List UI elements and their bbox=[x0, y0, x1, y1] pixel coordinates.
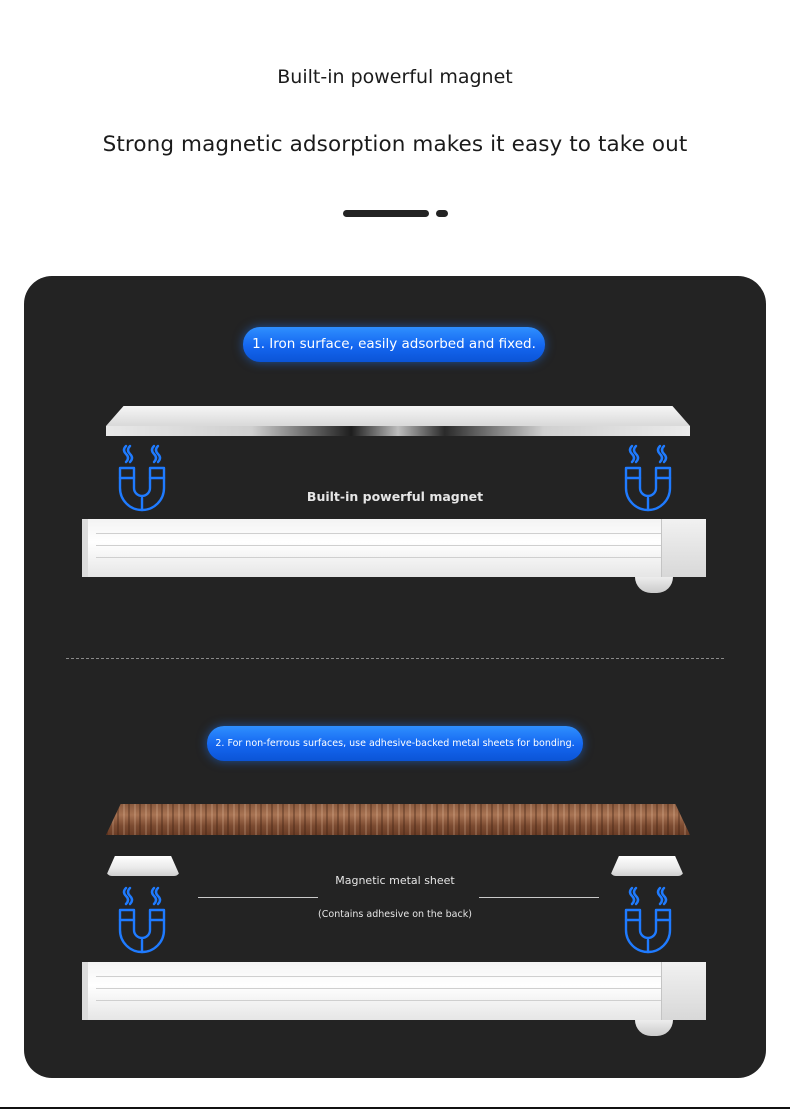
iron-surface bbox=[106, 406, 690, 426]
divider-bar bbox=[343, 210, 429, 217]
light-rail bbox=[82, 519, 706, 577]
magnet-icon bbox=[620, 884, 676, 958]
metal-sheet bbox=[610, 856, 684, 876]
iron-surface-edge bbox=[106, 426, 690, 436]
rail-groove bbox=[96, 1000, 666, 1001]
heat-wave-icon bbox=[122, 444, 130, 464]
metal-sheet bbox=[106, 856, 180, 876]
divider-dot bbox=[436, 210, 448, 217]
magnet-label: Built-in powerful magnet bbox=[306, 489, 484, 504]
rail-endcap bbox=[661, 962, 706, 1020]
header-title: Built-in powerful magnet bbox=[277, 66, 513, 88]
rail-groove bbox=[96, 976, 666, 977]
step-2-pill: 2. For non-ferrous surfaces, use adhesiv… bbox=[207, 726, 583, 761]
metal-sheet-label: Magnetic metal sheet bbox=[335, 874, 455, 887]
rail-clip bbox=[635, 1020, 673, 1036]
callout-line-left bbox=[198, 897, 318, 898]
rail-groove bbox=[96, 988, 666, 989]
wood-surface bbox=[106, 804, 690, 835]
callout-line-right bbox=[479, 897, 599, 898]
adhesive-note: (Contains adhesive on the back) bbox=[318, 909, 472, 920]
rail-groove bbox=[96, 533, 666, 534]
rail-groove bbox=[96, 557, 666, 558]
section-separator bbox=[66, 658, 724, 659]
header-subtitle: Strong magnetic adsorption makes it easy… bbox=[102, 132, 688, 157]
light-rail bbox=[82, 962, 706, 1020]
rail-endcap bbox=[661, 519, 706, 577]
bottom-rule bbox=[0, 1107, 790, 1109]
rail-groove bbox=[96, 545, 666, 546]
rail-clip bbox=[635, 577, 673, 593]
magnet-icon bbox=[114, 884, 170, 958]
magnet-icon bbox=[114, 442, 170, 516]
magnet-icon bbox=[620, 442, 676, 516]
step-1-pill: 1. Iron surface, easily adsorbed and fix… bbox=[243, 327, 545, 362]
